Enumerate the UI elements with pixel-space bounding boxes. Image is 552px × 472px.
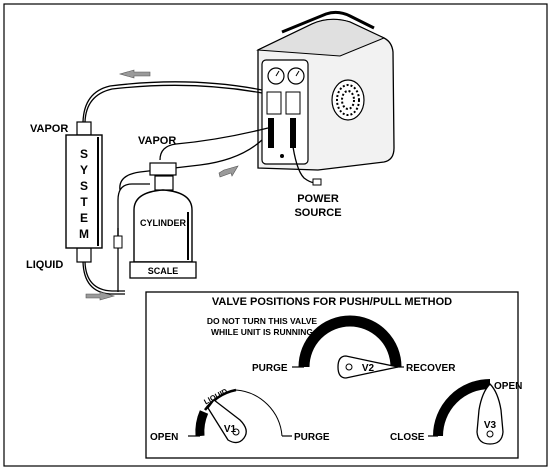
system-letter: Y [80,163,88,177]
system-letter: M [79,227,89,241]
valve-panel-title: VALVE POSITIONS FOR PUSH/PULL METHOD [212,296,452,308]
system-liquid-label: LIQUID [26,259,63,271]
cylinder-label: CYLINDER [140,218,187,228]
valve-v1 [188,388,292,444]
arrow-right-icon [218,165,239,178]
scale [129,261,197,279]
cylinder-vapor-label: VAPOR [138,135,176,147]
fan-grille [331,79,365,121]
v3-label: V3 [484,420,497,431]
v2-purge-label: PURGE [252,363,288,374]
system-letter: S [80,147,88,161]
system-vapor-label: VAPOR [30,123,68,135]
valve-v3 [428,379,504,445]
valve-v2 [292,315,404,379]
sight-glass-icon [113,228,123,292]
power-plug-icon [312,178,322,186]
system-column [65,121,103,263]
v2-recover-label: RECOVER [406,363,456,374]
v3-open-label: OPEN [494,381,522,392]
power-label-line1: POWER [297,193,339,205]
power-label-line2: SOURCE [294,207,341,219]
system-letter: T [80,195,88,209]
arrow-left-icon [118,69,151,79]
scale-label: SCALE [148,266,179,276]
recovery-unit [256,10,395,171]
valve-warning-line1: DO NOT TURN THIS VALVE [207,316,318,326]
system-letter: S [80,179,88,193]
v2-label: V2 [362,363,375,374]
hoses [82,81,317,295]
flow-arrows [85,69,239,301]
cylinder [129,162,197,279]
v1-label: V1 [224,424,237,435]
v3-close-label: CLOSE [390,432,425,443]
v1-open-label: OPEN [150,432,178,443]
valve-warning-line2: WHILE UNIT IS RUNNING [211,327,313,337]
arrow-right-icon [85,291,116,301]
v1-purge-label: PURGE [294,432,330,443]
system-letter: E [80,211,88,225]
outer-border [3,3,548,467]
